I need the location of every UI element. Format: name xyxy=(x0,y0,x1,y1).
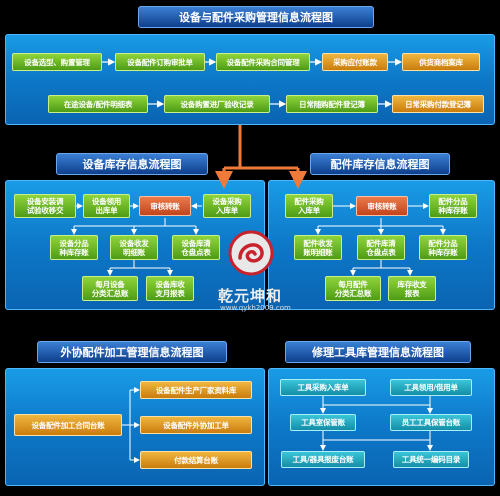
manufacturer-database-box: 设备配件生产厂家资料库 xyxy=(140,381,252,399)
parts-audit-box: 审核转账 xyxy=(356,196,408,216)
equipment-purchase-inbound-box: 设备采购 入库单 xyxy=(203,194,251,218)
tool-scrap-ledger-box: 工具/器具报废台账 xyxy=(281,451,365,468)
order-approval-box: 设备配件订购审批单 xyxy=(115,53,205,71)
contract-management-box: 设备配件采购合同管理 xyxy=(216,53,310,71)
equipment-stock-ledger-box: 设备分品 种库存账 xyxy=(50,235,98,260)
tool-code-catalog-box: 工具统一编码目录 xyxy=(393,451,469,468)
equipment-stocktake-box: 设备库清 仓盘点表 xyxy=(172,235,220,260)
equipment-io-ledger-box: 设备收发 明细账 xyxy=(110,235,158,260)
accounts-payable-box: 采购应付账款 xyxy=(322,53,388,71)
procurement-selection-box: 设备选型、购置管理 xyxy=(12,53,102,71)
employee-tool-ledger-box: 员工工具保管台账 xyxy=(390,414,472,431)
watermark-name: 乾元坤和 xyxy=(218,287,283,305)
in-transit-details-box: 在途设备/配件明细表 xyxy=(48,95,148,113)
equipment-install-box: 设备安装调 试验收移交 xyxy=(14,194,76,218)
parts-title: 配件库存信息流程图 xyxy=(310,153,450,175)
tool-purchase-inbound-box: 工具采购入库单 xyxy=(280,379,366,396)
parts-stocktake-box: 配件库清 仓盘点表 xyxy=(357,235,405,260)
supplier-archive-box: 供货商档案库 xyxy=(402,53,480,71)
payment-register-box: 日常采购付款登记簿 xyxy=(392,95,484,113)
tool-room-ledger-box: 工具室保管账 xyxy=(290,414,356,431)
parts-monthly-summary-box: 每月配件 分类汇总账 xyxy=(325,276,381,301)
parts-purchase-inbound-box: 配件采购 入库单 xyxy=(285,194,333,218)
parts-stock-ledger-box: 配件分品 种库存账 xyxy=(429,194,477,218)
equipment-title: 设备库存信息流程图 xyxy=(56,153,208,175)
parts-io-ledger-box: 配件收发 账明细账 xyxy=(294,235,342,260)
tool-borrow-box: 工具领用/借用单 xyxy=(390,379,472,396)
parts-stock-report-box: 库存收支 报表 xyxy=(388,276,436,301)
company-logo-icon xyxy=(228,230,274,276)
parts-stock-ledger-2-box: 配件分品 种库存账 xyxy=(419,235,467,260)
parts-register-box: 日常随购配件登记簿 xyxy=(286,95,378,113)
processing-contract-ledger-box: 设备配件加工合同台账 xyxy=(14,414,122,436)
equipment-issue-box: 设备领用 出库单 xyxy=(83,194,130,218)
equipment-monthly-report-box: 设备库收 支月报表 xyxy=(146,276,194,301)
outsource-work-order-box: 设备配件外协加工单 xyxy=(140,416,252,434)
equipment-monthly-summary-box: 每月设备 分类汇总账 xyxy=(82,276,138,301)
acceptance-record-box: 设备购置进厂验收记录 xyxy=(164,95,270,113)
top-title: 设备与配件采购管理信息流程图 xyxy=(138,6,374,28)
tools-title: 修理工具库管理信息流程图 xyxy=(285,341,471,363)
equipment-audit-box: 审核转账 xyxy=(139,196,191,216)
payment-settlement-box: 付款结算台账 xyxy=(140,451,252,469)
watermark-url: www.qykh2009.com xyxy=(220,304,291,312)
outsource-title: 外协配件加工管理信息流程图 xyxy=(37,341,227,363)
